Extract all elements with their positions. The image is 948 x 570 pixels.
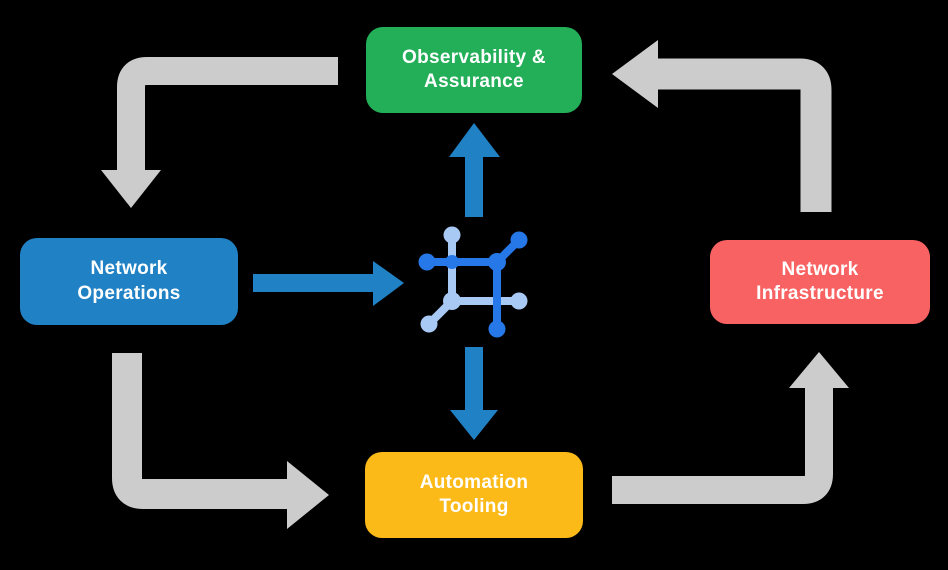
cycle-arrow-bottom-right-shaft (612, 387, 833, 504)
icon-dark-node-left (418, 253, 436, 271)
icon-light-node-bottom-left (420, 315, 438, 333)
icon-light-node-right (510, 292, 528, 310)
node-network-operations-label: Network Operations (77, 258, 181, 304)
icon-dark-node-junction (445, 255, 459, 269)
hub-arrow-up (449, 123, 500, 217)
node-observability-assurance-label: Observability & Assurance (402, 46, 546, 92)
icon-light-node-top (443, 226, 461, 244)
node-automation-tooling: Automation Tooling (365, 452, 583, 538)
hub-arrow-right (253, 261, 404, 306)
node-observability-assurance: Observability & Assurance (366, 27, 582, 113)
node-network-operations: Network Operations (20, 238, 238, 325)
hub-arrow-down (450, 347, 498, 440)
cycle-arrow-bottom-left-head (287, 461, 329, 529)
node-network-infrastructure: Network Infrastructure (710, 240, 930, 324)
icon-dark-node-bottom (488, 320, 506, 338)
cycle-arrow-bottom-left-shaft (112, 353, 288, 509)
cycle-arrow-top-right-head (612, 40, 658, 108)
icon-light-node-corner (443, 292, 461, 310)
icon-dark-node-corner (488, 253, 506, 271)
cycle-arrow-top-left-shaft (117, 57, 338, 172)
node-automation-tooling-label: Automation Tooling (419, 471, 529, 517)
icon-dark-node-top-right (510, 231, 528, 249)
network-hub-icon (418, 226, 528, 338)
node-network-infrastructure-label: Network Infrastructure (756, 258, 884, 304)
cycle-arrow-top-left-head (101, 170, 161, 208)
cycle-arrow-bottom-right-head (789, 352, 849, 388)
cycle-arrow-top-right-shaft (656, 58, 832, 212)
